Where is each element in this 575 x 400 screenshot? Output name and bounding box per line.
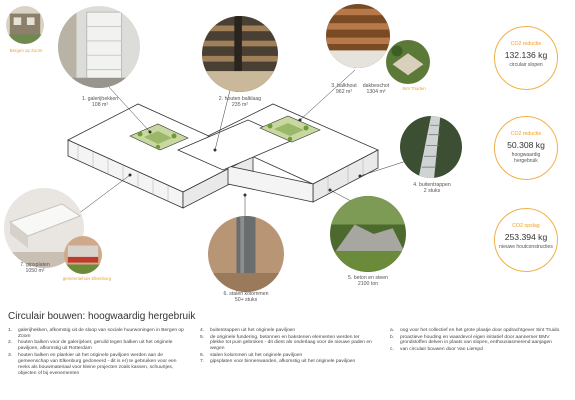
- list-item: 3. houten balken en plankier uit het orig…: [8, 353, 184, 377]
- caption-balkhout: 3. balkhout 962 m²: [324, 83, 364, 95]
- list-item-text: van circulair bouwen door Van Liempd: [400, 346, 483, 352]
- courtyard-left: [129, 123, 189, 151]
- list-item-text: houten balken en plankier uit het origin…: [18, 352, 177, 376]
- list-item-text: stalen kolommen uit het originele pavilj…: [210, 352, 303, 358]
- list-item: b. proactieve houding en waardevol eigen …: [390, 335, 568, 347]
- photo-beton-en-steen: [330, 196, 406, 272]
- photo-dakbeschot: [386, 40, 430, 84]
- list-item-text: galerijhekken, afkomstig uit de sloop va…: [18, 328, 184, 339]
- stat-title: CO2 reductie: [510, 41, 542, 47]
- list-item: 6. stalen kolommen uit het originele pavi…: [200, 353, 374, 359]
- photo-buitentrappen: [400, 116, 462, 178]
- list-item-number: c.: [390, 346, 394, 352]
- caption-beton-en-steen: 5. beton en steen 2100 ton: [338, 275, 398, 287]
- caption-title: 3. balkhout: [331, 83, 357, 89]
- stat-circle-hoogwaardig-hergebruik: CO2 reductie 50.308 kg hoogwaardig herge…: [494, 116, 558, 180]
- section-title: Circulair bouwen: hoogwaardig hergebruik: [8, 311, 196, 322]
- caption-amount: 235 m²: [231, 102, 249, 109]
- list-column-3: a. oog voor het collectief en het grote p…: [390, 328, 568, 353]
- stat-value: 50.308 kg: [507, 140, 545, 150]
- list-item-text: buitentrappen uit het originele paviljoe…: [210, 328, 296, 333]
- caption-amount: 962 m²: [335, 89, 353, 96]
- stat-value: 132.136 kg: [504, 50, 548, 60]
- list-item-number: 4.: [200, 328, 205, 333]
- courtyard-right: [259, 115, 321, 143]
- list-item: 4. buitentrappen uit het originele pavilj…: [200, 328, 374, 334]
- caption-amount: 2 stuks: [423, 188, 441, 195]
- photo-galerijhekken: [58, 6, 140, 88]
- caption-buitentrappen: 4. buitentrappen 2 stuks: [402, 182, 462, 194]
- list-column-1: 1. galerijhekken, afkomstig uit de sloop …: [8, 328, 184, 377]
- list-item: 2. houten balken voor de galerijvloer, ge…: [8, 340, 184, 352]
- list-item-text: gipsplaten voor binnenwanden, afkomstig …: [210, 359, 356, 365]
- list-item: c. van circulair bouwen door Van Liempd: [390, 347, 568, 353]
- caption-title: 4. buitentrappen: [413, 182, 451, 188]
- list-item: 1. galerijhekken, afkomstig uit de sloop …: [8, 328, 184, 340]
- isometric-building-drawing: [67, 103, 379, 209]
- caption-amount: 1304 m²: [366, 89, 386, 96]
- stat-sub: circulair slopen: [509, 62, 543, 68]
- caption-amount: 50+ stuks: [234, 297, 258, 304]
- list-item-number: b.: [390, 334, 395, 340]
- photo-balkhout: [326, 4, 390, 68]
- facade-lines: [77, 145, 364, 201]
- stat-sub: nieuwe houtconstructies: [499, 244, 553, 250]
- tag-bergen-op-zoom: Bergen op Zoom: [9, 48, 43, 53]
- stat-title: CO2 opslag: [512, 223, 540, 229]
- list-item-number: a.: [390, 328, 395, 333]
- list-item-text: oog voor het collectief en het grote pla…: [400, 328, 560, 333]
- caption-title: dakbeschot: [362, 83, 390, 89]
- tag-sint-truiden: Sint Truiden: [402, 86, 426, 91]
- list-item-number: 2.: [8, 340, 13, 346]
- caption-title: 1. galerijhekken: [81, 96, 119, 102]
- caption-amount: 1050 m²: [25, 268, 45, 275]
- stat-sub: hoogwaardig hergebruik: [511, 152, 541, 164]
- caption-title: 7. gipsplaten: [20, 262, 50, 268]
- stat-circle-circulair-slopen: CO2 reductie 132.136 kg circulair slopen: [494, 26, 558, 90]
- caption-galerijhekken: 1. galerijhekken 108 m²: [70, 96, 130, 108]
- caption-amount: 108 m²: [91, 102, 109, 109]
- list-item-text: proactieve houding en waardevol eigen in…: [400, 334, 552, 346]
- list-item-number: 6.: [200, 352, 205, 358]
- list-item-number: 7.: [200, 359, 205, 365]
- stat-value: 253.394 kg: [504, 232, 548, 242]
- list-item-number: 1.: [8, 328, 13, 333]
- list-item: 7. gipsplaten voor binnenwanden, afkomsti…: [200, 359, 374, 365]
- tag-elkenburg: gemeentehuis Elkenburg: [62, 276, 112, 281]
- caption-gipsplaten: 7. gipsplaten 1050 m²: [10, 262, 60, 274]
- photo-bergen-op-zoom: [6, 6, 44, 44]
- caption-title: 6. stalen kolommen: [223, 291, 269, 297]
- list-item: a. oog voor het collectief en het grote p…: [390, 328, 568, 334]
- list-item-text: de originele fundering, betonnen en baks…: [210, 334, 372, 352]
- list-item-number: 5.: [200, 334, 205, 340]
- list-item-text: houten balken voor de galerijvloer, geru…: [18, 340, 173, 352]
- list-column-2: 4. buitentrappen uit het originele pavilj…: [200, 328, 374, 366]
- stat-title: CO2 reductie: [510, 131, 542, 137]
- caption-dakbeschot: dakbeschot 1304 m²: [356, 83, 396, 95]
- caption-amount: 2100 ton: [357, 281, 379, 288]
- stat-circle-nieuwe-houtconstructies: CO2 opslag 253.394 kg nieuwe houtconstru…: [494, 208, 558, 272]
- photo-houten-balklaag: [202, 16, 278, 92]
- caption-title: 5. beton en steen: [347, 275, 389, 281]
- list-item: 5. de originele fundering, betonnen en ba…: [200, 335, 374, 353]
- caption-stalen-kolommen: 6. stalen kolommen 50+ stuks: [216, 291, 276, 303]
- list-item-number: 3.: [8, 352, 13, 358]
- caption-houten-balklaag: 2. houten balklaag 235 m²: [210, 96, 270, 108]
- photo-stalen-kolommen: [208, 216, 284, 292]
- photo-elkenburg: [64, 236, 102, 274]
- caption-title: 2. houten balklaag: [218, 96, 262, 102]
